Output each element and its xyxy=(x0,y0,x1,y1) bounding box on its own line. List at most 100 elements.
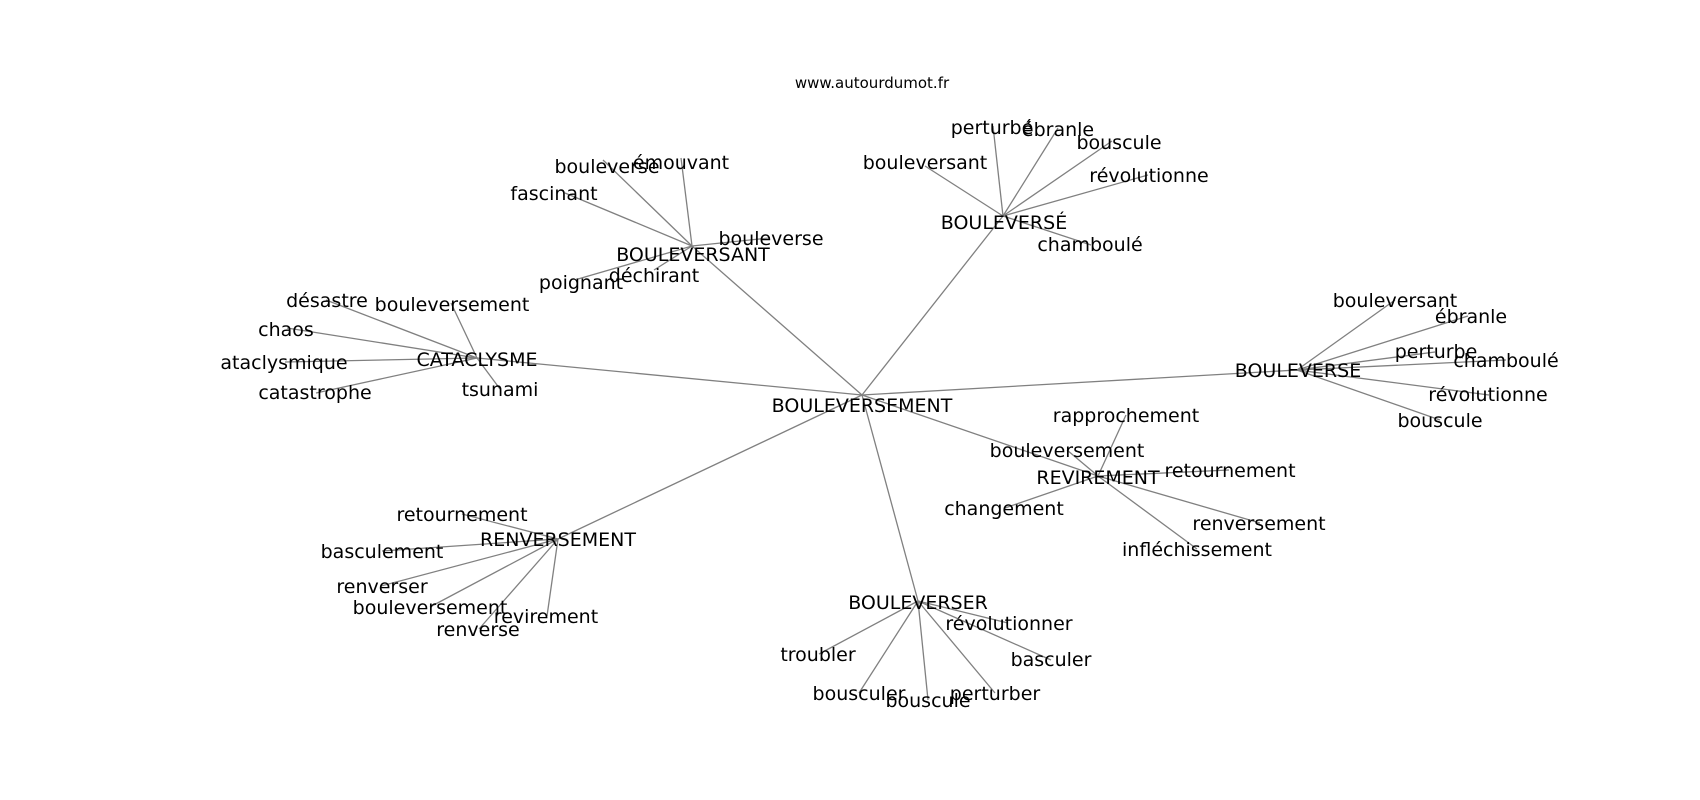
hub-node: BOULEVERSANT xyxy=(616,244,770,266)
word-node: bouscule xyxy=(1076,132,1161,154)
graph-nodes: BOULEVERSEMENTBOULEVERSANTbouleverseémou… xyxy=(220,117,1558,712)
hub-node: BOULEVERSE xyxy=(1235,360,1361,382)
word-node: perturber xyxy=(950,683,1041,705)
word-node: tsunami xyxy=(462,379,539,401)
edge-hub-word xyxy=(917,600,1052,661)
word-node: ébranle xyxy=(1022,119,1094,141)
word-node: chamboulé xyxy=(1453,350,1558,372)
word-node: bousculer xyxy=(813,683,906,705)
word-node: désastre xyxy=(286,290,368,312)
edge-hub-word xyxy=(1296,369,1441,421)
word-node: perturbe xyxy=(1395,341,1478,363)
edge-hub-word xyxy=(691,237,770,247)
word-node: basculer xyxy=(1011,649,1092,671)
edge-hub-word xyxy=(577,245,693,280)
word-node: retournement xyxy=(1164,460,1295,482)
word-node: émouvant xyxy=(633,152,729,174)
edge-hub-word xyxy=(380,538,559,587)
edge-hub-word xyxy=(653,245,693,271)
word-node: chamboulé xyxy=(1037,234,1142,256)
edge-hub-word xyxy=(602,159,693,247)
edge-center-hub xyxy=(861,215,1004,396)
edge-hub-word xyxy=(1002,140,1113,217)
edge-hub-word xyxy=(680,157,693,247)
word-node: bouscule xyxy=(1397,410,1482,432)
edge-hub-word xyxy=(284,357,478,363)
edge-hub-word xyxy=(1296,359,1507,371)
hub-node: CATACLYSME xyxy=(417,349,538,371)
word-node: bouleverse xyxy=(554,156,659,178)
word-node: infléchissement xyxy=(1122,539,1272,561)
word-node: changement xyxy=(944,498,1064,520)
word-node: bouleverse xyxy=(718,228,823,250)
edge-hub-word xyxy=(476,357,501,390)
edge-hub-word xyxy=(478,538,559,630)
word-node: révolutionne xyxy=(1428,384,1547,406)
word-node: retournement xyxy=(396,504,527,526)
word-node: renverser xyxy=(336,576,427,598)
edge-hub-word xyxy=(1004,475,1099,509)
word-node: bouleversant xyxy=(1333,290,1457,312)
word-node: bouleversement xyxy=(353,597,508,619)
edge-hub-word xyxy=(429,538,559,608)
edge-hub-word xyxy=(1097,414,1127,477)
word-node: ataclysmique xyxy=(220,352,347,374)
edge-hub-word xyxy=(1097,475,1198,550)
edge-hub-word xyxy=(564,192,693,247)
edge-hub-word xyxy=(381,538,559,552)
edge-hub-word xyxy=(286,327,478,359)
word-node: rapprochement xyxy=(1053,405,1199,427)
edge-hub-word xyxy=(917,600,929,701)
word-node: troubler xyxy=(780,644,856,666)
word-node: revirement xyxy=(494,606,598,628)
word-node: bouscule xyxy=(885,690,970,712)
word-node: révolutionne xyxy=(1089,165,1208,187)
word-node: basculement xyxy=(321,541,444,563)
edge-hub-word xyxy=(1097,475,1261,524)
word-node: perturbé xyxy=(951,117,1034,139)
word-node: chaos xyxy=(258,319,314,341)
hub-node: RENVERSEMENT xyxy=(480,529,636,551)
word-node: bouleversant xyxy=(863,152,987,174)
edge-hub-word xyxy=(546,538,559,617)
word-node: poignant xyxy=(539,272,623,294)
edge-center-hub xyxy=(861,369,1298,396)
word-node: renversement xyxy=(1192,513,1325,535)
edge-hub-word xyxy=(1002,127,1059,217)
word-node: déchirant xyxy=(609,265,699,287)
hub-node: BOULEVERSER xyxy=(848,592,988,614)
edge-center-hub xyxy=(476,357,863,396)
word-node: bouleversement xyxy=(375,294,530,316)
edge-hub-word xyxy=(917,600,1009,624)
edge-hub-word xyxy=(1002,215,1092,246)
edge-hub-word xyxy=(1296,369,1490,396)
graph-edges xyxy=(284,125,1507,701)
edge-hub-word xyxy=(1097,469,1230,477)
source-label: www.autourdumot.fr xyxy=(795,74,950,92)
word-node: révolutionner xyxy=(945,613,1072,635)
edge-hub-word xyxy=(858,600,919,694)
edge-hub-word xyxy=(450,302,478,359)
hub-node: BOULEVERSÉ xyxy=(941,211,1067,234)
edge-center-hub xyxy=(861,394,1099,477)
edge-center-hub xyxy=(861,394,919,602)
word-node: bouleversement xyxy=(990,440,1145,462)
center-node: BOULEVERSEMENT xyxy=(772,395,953,417)
word-node: ébranle xyxy=(1435,306,1507,328)
edge-hub-word xyxy=(917,600,996,694)
edge-hub-word xyxy=(992,125,1004,217)
edge-hub-word xyxy=(461,513,559,540)
edge-hub-word xyxy=(1296,315,1469,371)
word-node: renverse xyxy=(436,619,519,641)
hub-node: REVIREMENT xyxy=(1036,467,1160,489)
edge-hub-word xyxy=(1296,299,1396,371)
edge-hub-word xyxy=(818,600,919,655)
edge-center-hub xyxy=(691,245,863,396)
edge-hub-word xyxy=(325,299,478,359)
word-node: fascinant xyxy=(510,183,597,205)
word-node: catastrophe xyxy=(258,382,371,404)
edge-center-hub xyxy=(557,394,863,540)
edge-hub-word xyxy=(1296,351,1436,371)
edge-hub-word xyxy=(1066,449,1099,477)
